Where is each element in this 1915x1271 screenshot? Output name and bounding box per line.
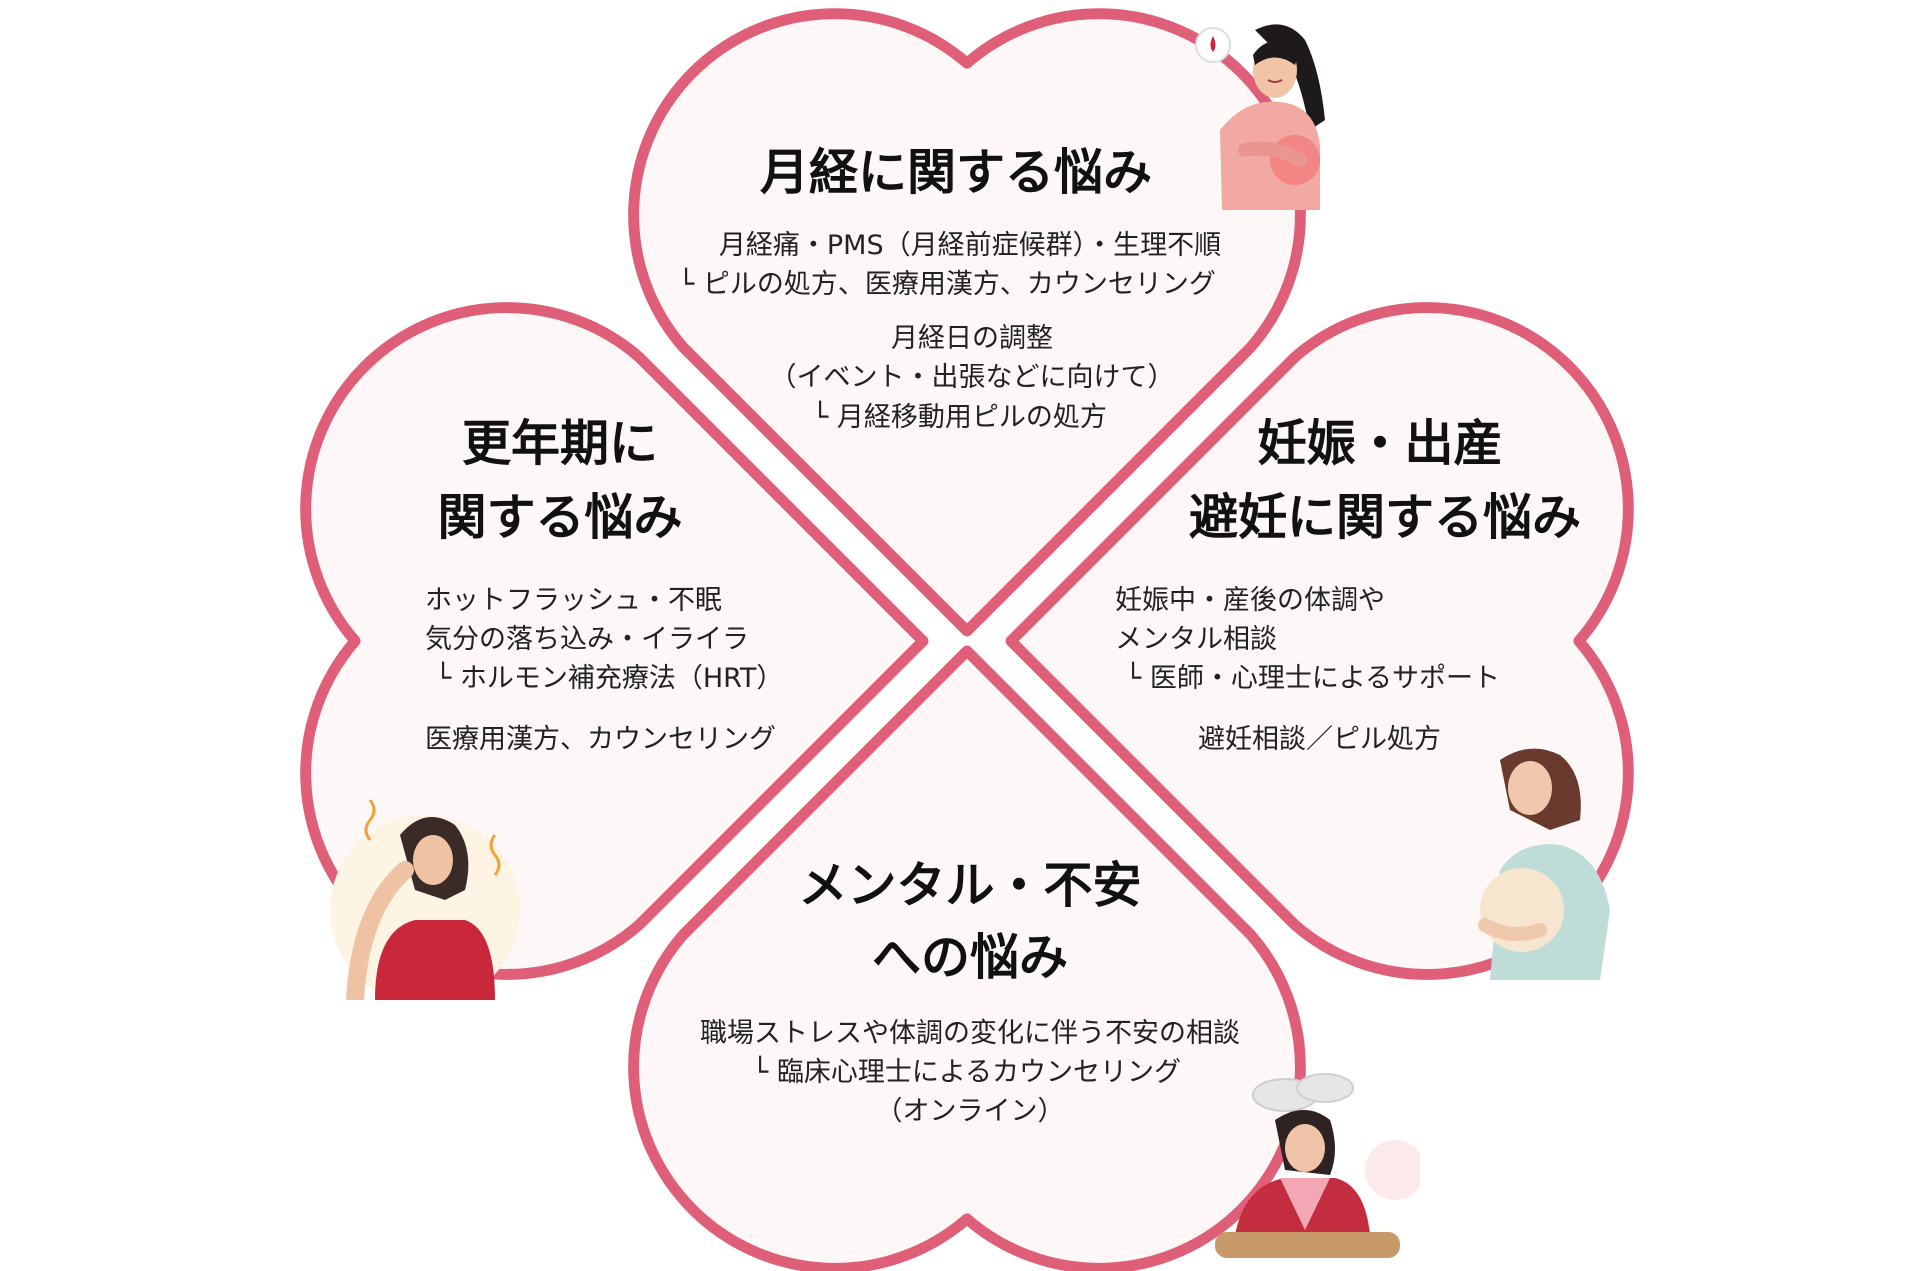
pregnancy-title-line-1: 妊娠・出産: [1257, 415, 1503, 472]
pregnancy-title-line-2: 避妊に関する悩み: [1188, 489, 1581, 546]
stressed-woman-icon: [1215, 1073, 1420, 1258]
menstruation-line-5: └ 月経移動用ピルの処方: [812, 402, 1107, 433]
pregnancy-line-4: 避妊相談／ピル処方: [1198, 724, 1441, 755]
menopause-line-1: ホットフラッシュ・不眠: [425, 585, 722, 616]
mental-title-line-1: メンタル・不安: [798, 857, 1142, 914]
menstruation-line-3: 月経日の調整: [891, 323, 1053, 354]
mental-line-2: └ 臨床心理士によるカウンセリング: [752, 1057, 1182, 1088]
menstruation-line-1: 月経痛・PMS（月経前症候群）・生理不順: [718, 230, 1222, 261]
mental-line-1: 職場ストレスや体調の変化に伴う不安の相談: [700, 1018, 1240, 1049]
pregnancy-line-1: 妊娠中・産後の体調や: [1115, 585, 1385, 616]
pregnancy-line-2: メンタル相談: [1115, 624, 1277, 655]
menstruation-line-2: └ ピルの処方、医療用漢方、カウンセリング: [678, 269, 1216, 300]
menopause-title-line-1: 更年期に: [461, 415, 658, 472]
menopause-line-3: └ ホルモン補充療法（HRT）: [435, 663, 784, 694]
menopause-line-4: 医療用漢方、カウンセリング: [425, 724, 776, 755]
menopause-title-line-2: 関する悩み: [437, 489, 683, 546]
menstruation-line-4: （イベント・出張などに向けて）: [769, 362, 1175, 393]
mental-title-line-2: への悩み: [871, 929, 1068, 986]
mental-line-3: （オンライン）: [875, 1096, 1065, 1127]
menopause-line-2: 気分の落ち込み・イライラ: [425, 624, 749, 655]
woman-hot-flash-icon: [330, 799, 520, 1000]
menstruation-title: 月経に関する悩み: [760, 144, 1153, 201]
pregnant-woman-icon: [1478, 748, 1610, 980]
woman-period-pain-icon: [1195, 24, 1325, 210]
pregnancy-line-3: └ 医師・心理士によるサポート: [1125, 663, 1501, 694]
